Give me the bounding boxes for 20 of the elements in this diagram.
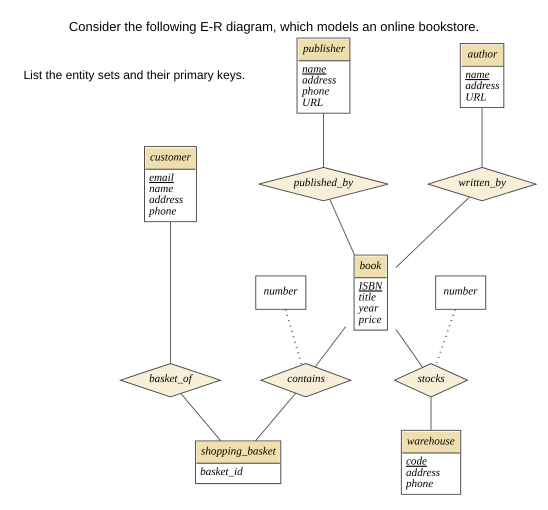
connector [284, 308, 303, 365]
node-box: number [255, 274, 306, 310]
node-diamond: contains [260, 362, 352, 397]
connector [430, 396, 432, 430]
node-diamond: basket_of [118, 362, 222, 397]
connector [395, 328, 424, 368]
connector [314, 326, 346, 367]
node-diamond: written_by [426, 166, 538, 201]
node-diamond: stocks [393, 362, 469, 397]
diagram-title: Consider the following E-R diagram, which models an online bookstore. [68, 18, 480, 34]
connector [323, 112, 324, 168]
connector [254, 392, 296, 441]
node-box: number [435, 274, 486, 310]
connector [180, 392, 222, 441]
connector [395, 196, 470, 268]
connector [434, 308, 456, 366]
connector [329, 198, 355, 255]
connector [170, 221, 171, 364]
node-diamond: published_by [258, 166, 389, 201]
label: List the entity sets and their primary keys. [23, 67, 246, 82]
